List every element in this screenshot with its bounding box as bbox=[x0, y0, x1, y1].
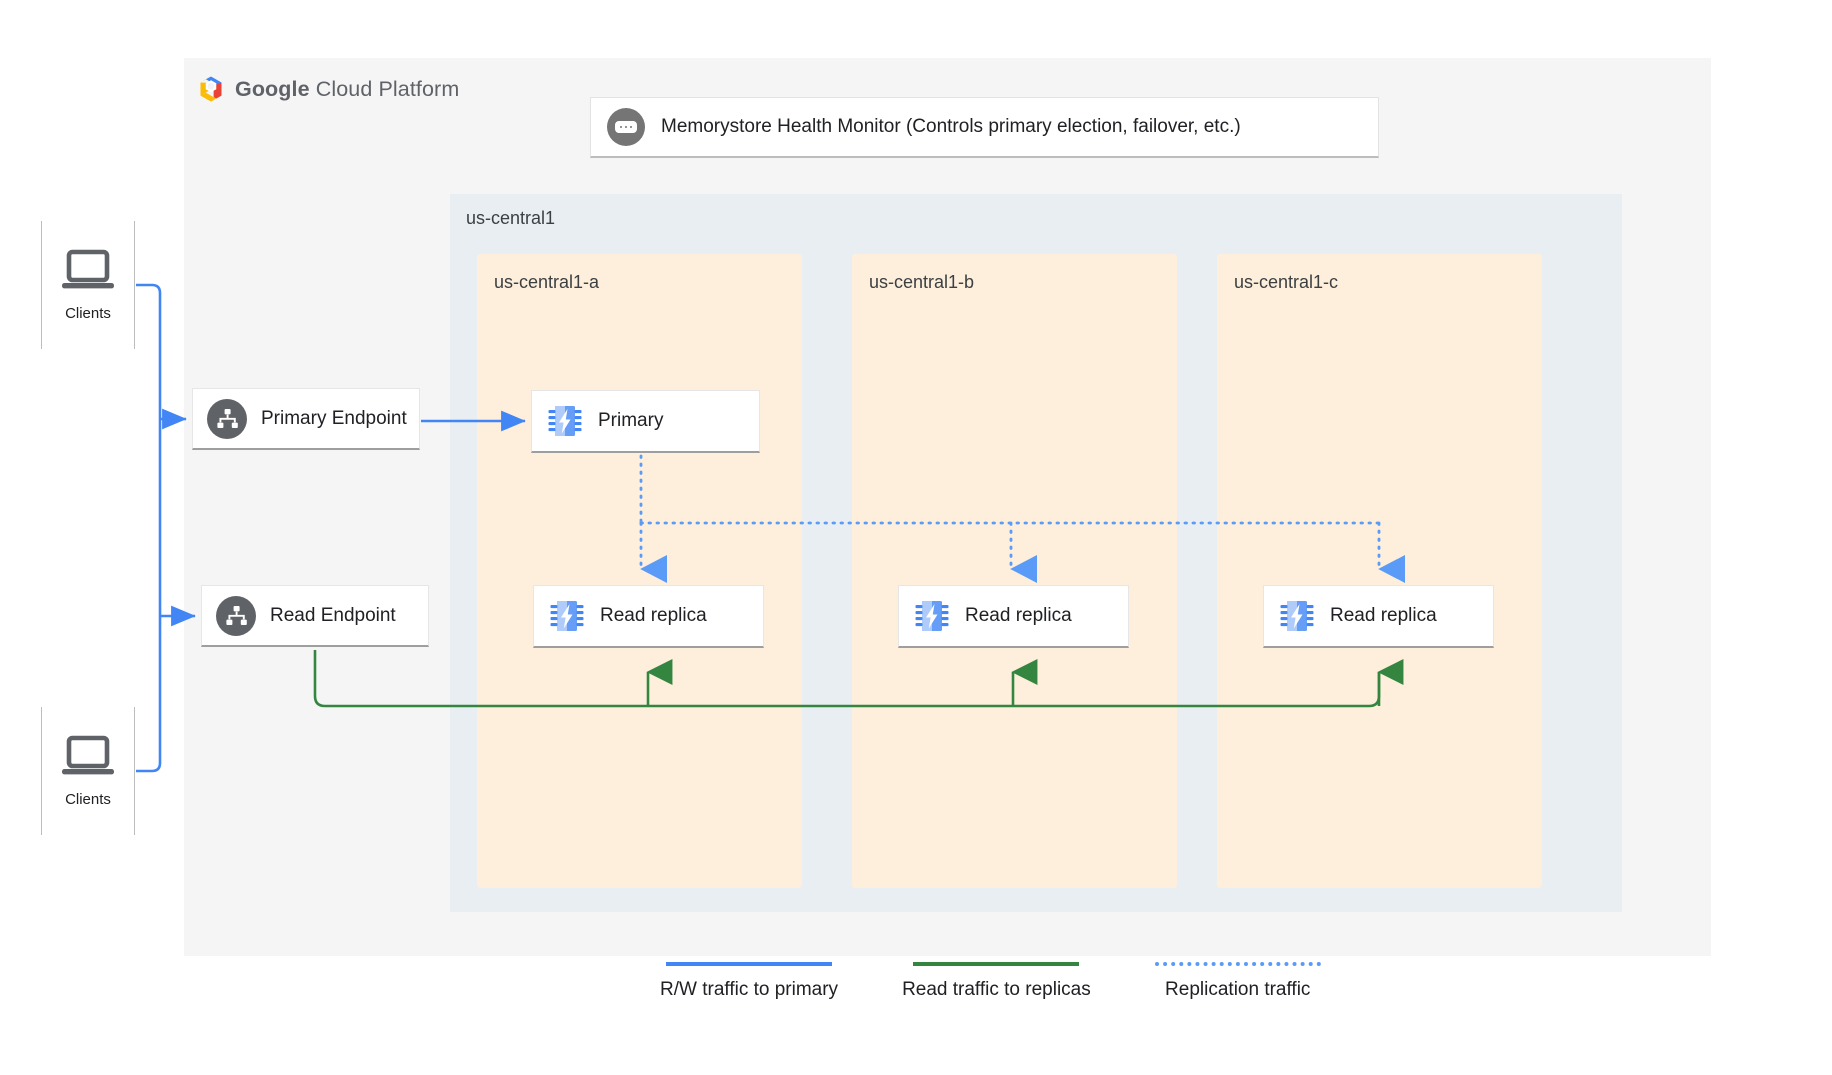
dot-3 bbox=[629, 125, 633, 129]
read-replica-label-b: Read replica bbox=[965, 605, 1072, 626]
dot-2 bbox=[624, 125, 628, 129]
legend-label-replication-traffic: Replication traffic bbox=[1165, 979, 1311, 1000]
clients-box-top[interactable]: Clients bbox=[41, 221, 135, 349]
zone-label-us-central1-c: us-central1-c bbox=[1234, 272, 1339, 292]
legend-item-rw-traffic: R/W traffic to primary bbox=[660, 962, 838, 1001]
memorystore-health-monitor-bar[interactable]: Memorystore Health Monitor (Controls pri… bbox=[590, 97, 1379, 158]
zone-label-us-central1-b: us-central1-b bbox=[869, 272, 975, 292]
dot-1 bbox=[619, 125, 623, 129]
primary-instance-label: Primary bbox=[598, 410, 664, 431]
health-monitor-label: Memorystore Health Monitor (Controls pri… bbox=[661, 116, 1241, 137]
legend-swatch-blue-solid bbox=[666, 962, 833, 966]
zone-container-us-central1-b bbox=[852, 254, 1177, 888]
primary-endpoint-node[interactable]: Primary Endpoint bbox=[192, 388, 420, 450]
read-replica-node-us-central1-c[interactable]: Read replica bbox=[1263, 585, 1494, 648]
clients-trunk-wire bbox=[136, 283, 162, 773]
legend-swatch-green-solid bbox=[913, 962, 1080, 966]
legend-label-rw-traffic: R/W traffic to primary bbox=[660, 979, 839, 1000]
region-label: us-central1 bbox=[466, 208, 556, 228]
memorystore-chip-icon bbox=[1280, 601, 1314, 631]
read-endpoint-node[interactable]: Read Endpoint bbox=[201, 585, 429, 647]
legend-swatch-blue-dotted bbox=[1154, 962, 1321, 966]
legend-item-replication-traffic: Replication traffic bbox=[1154, 962, 1321, 1001]
memorystore-chip-icon bbox=[550, 601, 584, 631]
legend-item-read-traffic: Read traffic to replicas bbox=[902, 962, 1091, 1001]
zone-container-us-central1-c bbox=[1217, 254, 1542, 888]
clients-box-bottom[interactable]: Clients bbox=[41, 707, 135, 835]
clients-label-bottom: Clients bbox=[65, 790, 111, 808]
zone-container-us-central1-a bbox=[477, 254, 802, 888]
read-replica-label-a: Read replica bbox=[600, 605, 707, 626]
gcp-wordmark-google: Google bbox=[235, 76, 310, 101]
health-monitor-icon bbox=[607, 108, 645, 146]
ellipsis-chip-glyph bbox=[615, 121, 637, 133]
clients-label-top: Clients bbox=[65, 304, 111, 322]
laptop-icon bbox=[62, 249, 114, 288]
gcp-branding: Google Cloud Platform bbox=[196, 74, 459, 104]
primary-instance-node[interactable]: Primary bbox=[531, 390, 760, 453]
laptop-icon bbox=[62, 735, 114, 774]
read-replica-label-c: Read replica bbox=[1330, 605, 1437, 626]
primary-endpoint-label: Primary Endpoint bbox=[261, 407, 407, 429]
zone-label-us-central1-a: us-central1-a bbox=[494, 272, 600, 292]
gcp-wordmark-cloud-platform: Cloud Platform bbox=[309, 76, 460, 101]
read-replica-node-us-central1-a[interactable]: Read replica bbox=[533, 585, 764, 648]
endpoint-hierarchy-icon bbox=[207, 398, 247, 439]
gcp-wordmark: Google Cloud Platform bbox=[235, 77, 459, 102]
read-replica-node-us-central1-b[interactable]: Read replica bbox=[898, 585, 1129, 648]
read-endpoint-label: Read Endpoint bbox=[270, 604, 396, 626]
memorystore-chip-icon bbox=[548, 406, 582, 436]
legend-label-read-traffic: Read traffic to replicas bbox=[902, 979, 1091, 1000]
legend: R/W traffic to primary Read traffic to r… bbox=[660, 962, 1321, 1001]
memorystore-chip-icon bbox=[915, 601, 949, 631]
google-cloud-platform-logo-icon bbox=[200, 76, 222, 102]
endpoint-hierarchy-icon bbox=[216, 595, 256, 636]
